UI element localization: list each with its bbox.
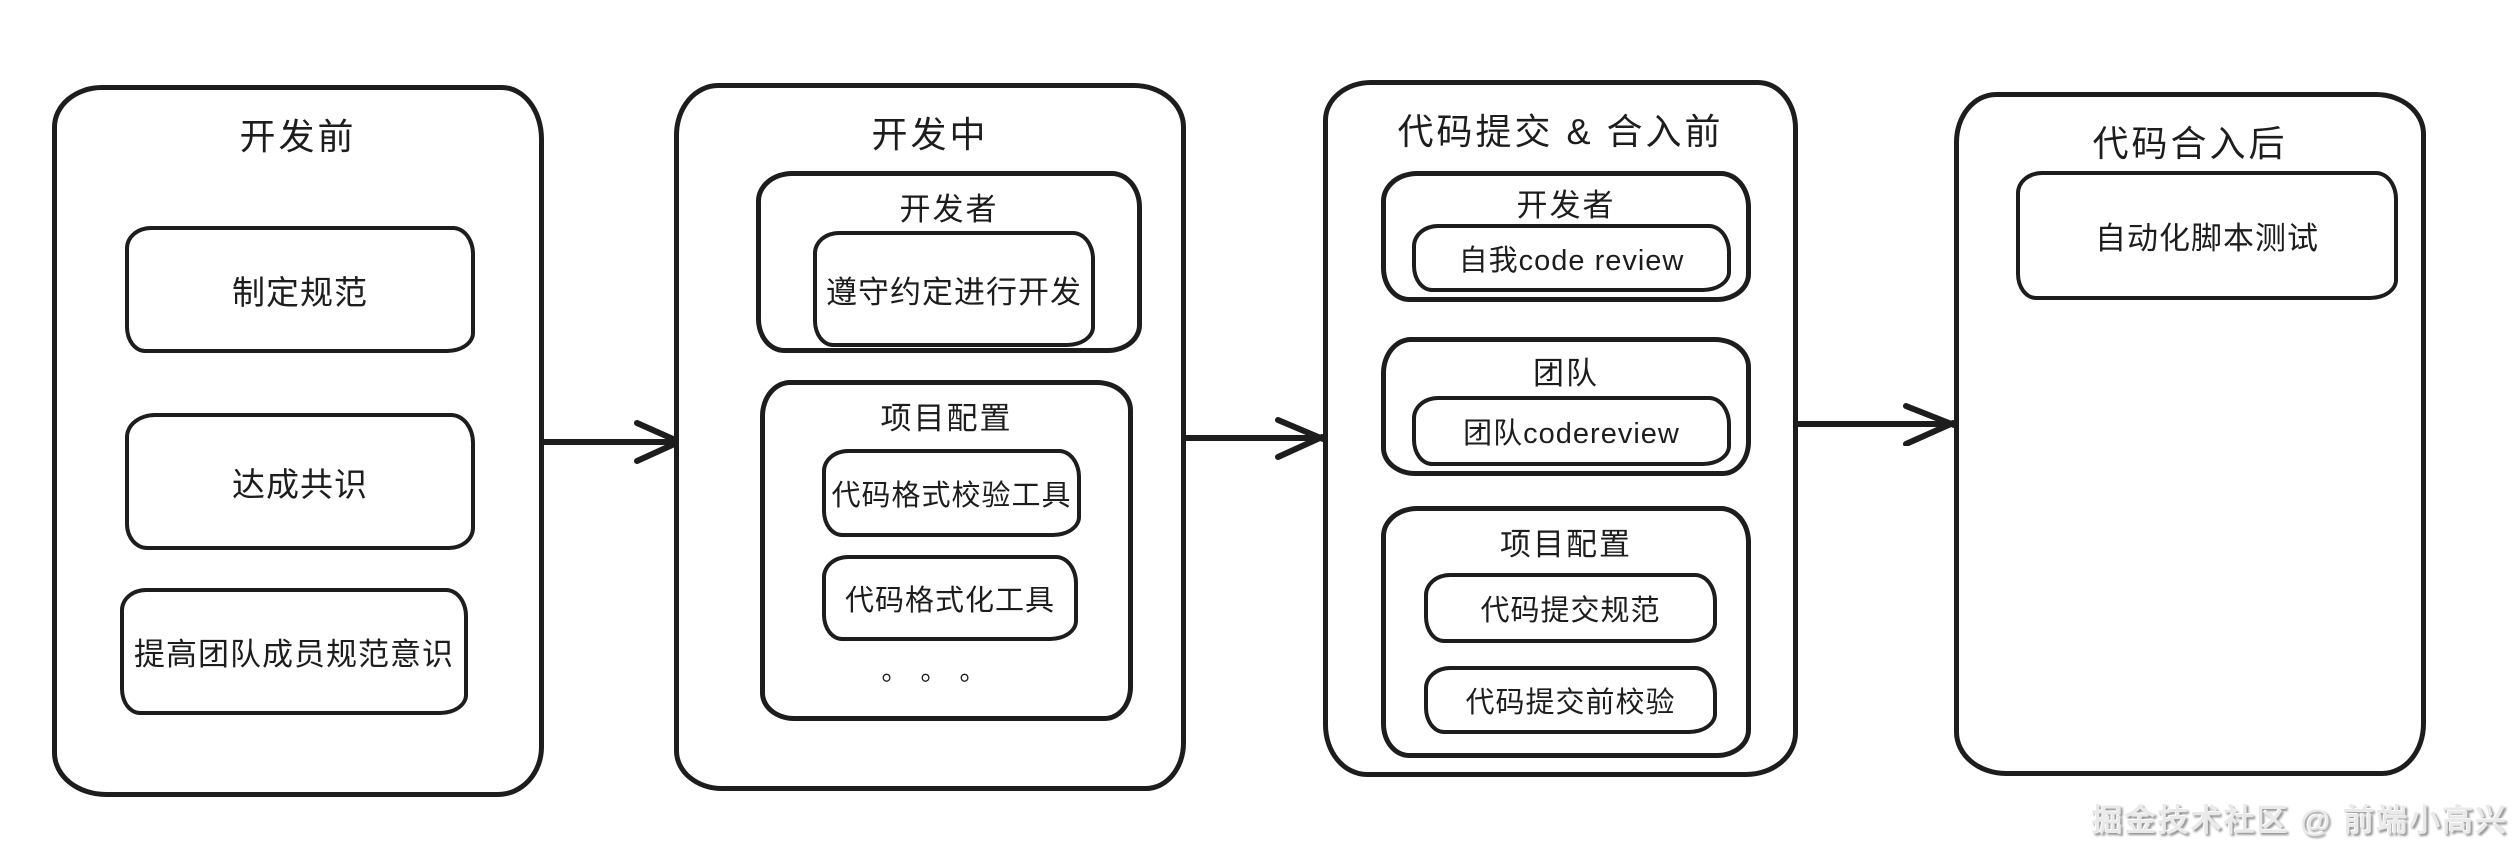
stage-title: 开发前 [239, 116, 357, 157]
diagram-node: 代码提交规范 [1424, 573, 1717, 643]
diagram-node: 遵守约定进行开发 [813, 231, 1095, 347]
group-title: 开发者 [899, 192, 999, 227]
stage-box-before-development: 开发前 制定规范 达成共识 提高团队成员规范意识 [52, 85, 544, 797]
group-box-developer: 开发者 遵守约定进行开发 [756, 171, 1142, 353]
group-title: 开发者 [1516, 188, 1616, 223]
stage-title: 开发中 [871, 114, 989, 155]
diagram-node: 提高团队成员规范意识 [120, 588, 468, 715]
group-box-team: 团队 团队codereview [1381, 337, 1751, 476]
diagram-node: 制定规范 [125, 226, 475, 353]
stage-title: 代码提交 & 合入前 [1397, 111, 1724, 152]
group-box-project-config: 项目配置 代码格式校验工具 代码格式化工具 。。。 [760, 380, 1133, 721]
ellipsis-dots: 。。。 [881, 656, 1012, 686]
diagram-node: 代码格式化工具 [822, 555, 1078, 641]
stage-title: 代码合入后 [2092, 123, 2288, 164]
stage-box-before-commit-merge: 代码提交 & 合入前 开发者 自我code review 团队 团队codere… [1323, 80, 1798, 777]
arrow-right-icon [1182, 416, 1327, 460]
stage-box-after-merge: 代码合入后 自动化脚本测试 [1954, 92, 2426, 776]
diagram-node: 自我code review [1412, 224, 1731, 292]
watermark-text: 掘金技术社区 @ 前端小高兴 [2091, 803, 2508, 838]
group-title: 项目配置 [880, 401, 1013, 436]
group-box-developer: 开发者 自我code review [1381, 171, 1751, 302]
diagram-node: 团队codereview [1412, 396, 1731, 466]
arrow-right-icon [1793, 402, 1958, 446]
group-title: 项目配置 [1500, 527, 1632, 562]
diagram-node: 代码提交前校验 [1424, 666, 1717, 734]
group-box-project-config: 项目配置 代码提交规范 代码提交前校验 [1381, 506, 1751, 758]
arrow-right-icon [540, 420, 686, 464]
diagram-node: 自动化脚本测试 [2016, 171, 2398, 300]
stage-box-during-development: 开发中 开发者 遵守约定进行开发 项目配置 代码格式校验工具 代码格式化工具 。… [674, 83, 1186, 791]
diagram-node: 达成共识 [125, 413, 475, 550]
diagram-node: 代码格式校验工具 [822, 449, 1081, 537]
group-title: 团队 [1533, 356, 1599, 391]
